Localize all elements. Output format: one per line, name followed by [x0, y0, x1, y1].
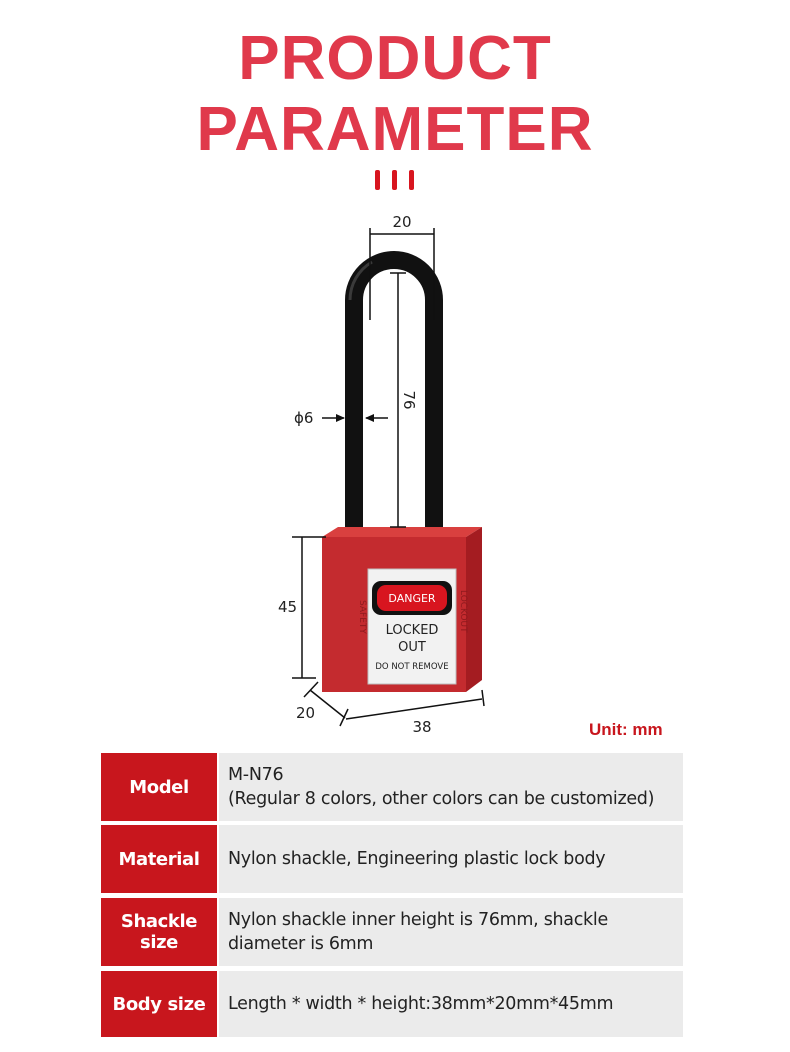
param-value-line: diameter is 6mm — [228, 934, 374, 954]
bar-2 — [392, 170, 397, 190]
param-row-material: Material Nylon shackle, Engineering plas… — [101, 825, 683, 893]
param-value: Nylon shackle, Engineering plastic lock … — [219, 825, 683, 893]
locked-text: LOCKED — [386, 623, 439, 638]
lock-body-top — [322, 527, 482, 537]
param-value: M-N76 (Regular 8 colors, other colors ca… — [219, 753, 683, 821]
dim-length-line — [345, 698, 483, 720]
unit-note: Unit: mm — [589, 720, 663, 739]
dim-depth-tick-2 — [339, 708, 349, 727]
dim-shackle-width: 20 — [392, 213, 411, 231]
param-row-model: Model M-N76 (Regular 8 colors, other col… — [101, 753, 683, 821]
param-row-shackle-size: Shackle size Nylon shackle inner height … — [101, 898, 683, 966]
param-label: Model — [101, 753, 217, 821]
dim-depth-line — [309, 689, 346, 719]
padlock-diagram: SAFETY LOCKOUT DANGER LOCKED OUT DO NOT … — [278, 213, 485, 736]
param-value-line: Nylon shackle, Engineering plastic lock … — [228, 849, 606, 869]
dim-body-depth: 20 — [296, 704, 315, 722]
decorative-bars — [375, 170, 417, 190]
dim-depth-tick-1 — [303, 681, 319, 698]
danger-badge-inner — [377, 585, 447, 611]
out-text: OUT — [398, 640, 426, 655]
param-value: Length * width * height:38mm*20mm*45mm — [219, 971, 683, 1037]
bar-3 — [409, 170, 414, 190]
danger-text: DANGER — [388, 592, 436, 605]
side-text-left: SAFETY — [357, 600, 367, 634]
shackle-highlight — [348, 260, 373, 301]
dim-shackle-height: 76 — [400, 390, 418, 409]
param-value: Nylon shackle inner height is 76mm, shac… — [219, 898, 683, 966]
param-label: Shackle size — [101, 898, 217, 966]
lock-body-side — [466, 527, 482, 692]
param-value-line: Nylon shackle inner height is 76mm, shac… — [228, 910, 608, 930]
dim-length-tick — [481, 689, 485, 707]
do-not-remove-text: DO NOT REMOVE — [375, 662, 448, 672]
dim-diameter-left-arrowhead — [336, 414, 345, 422]
dim-body-length: 38 — [412, 718, 431, 736]
dim-diameter-right-arrowhead — [365, 414, 374, 422]
param-value-line: Length * width * height:38mm*20mm*45mm — [228, 994, 614, 1014]
side-text-right: LOCKOUT — [458, 590, 468, 633]
dim-body-height: 45 — [278, 598, 297, 616]
shackle — [345, 251, 443, 540]
title-line-1: PRODUCT — [238, 24, 552, 93]
param-label: Body size — [101, 971, 217, 1037]
title-line-2: PARAMETER — [196, 95, 594, 164]
param-row-body-size: Body size Length * width * height:38mm*2… — [101, 971, 683, 1037]
param-value-line: M-N76 — [228, 765, 284, 785]
param-label: Material — [101, 825, 217, 893]
dim-shackle-diameter: ϕ6 — [294, 409, 313, 427]
param-value-line: (Regular 8 colors, other colors can be c… — [228, 789, 655, 809]
bar-1 — [375, 170, 380, 190]
